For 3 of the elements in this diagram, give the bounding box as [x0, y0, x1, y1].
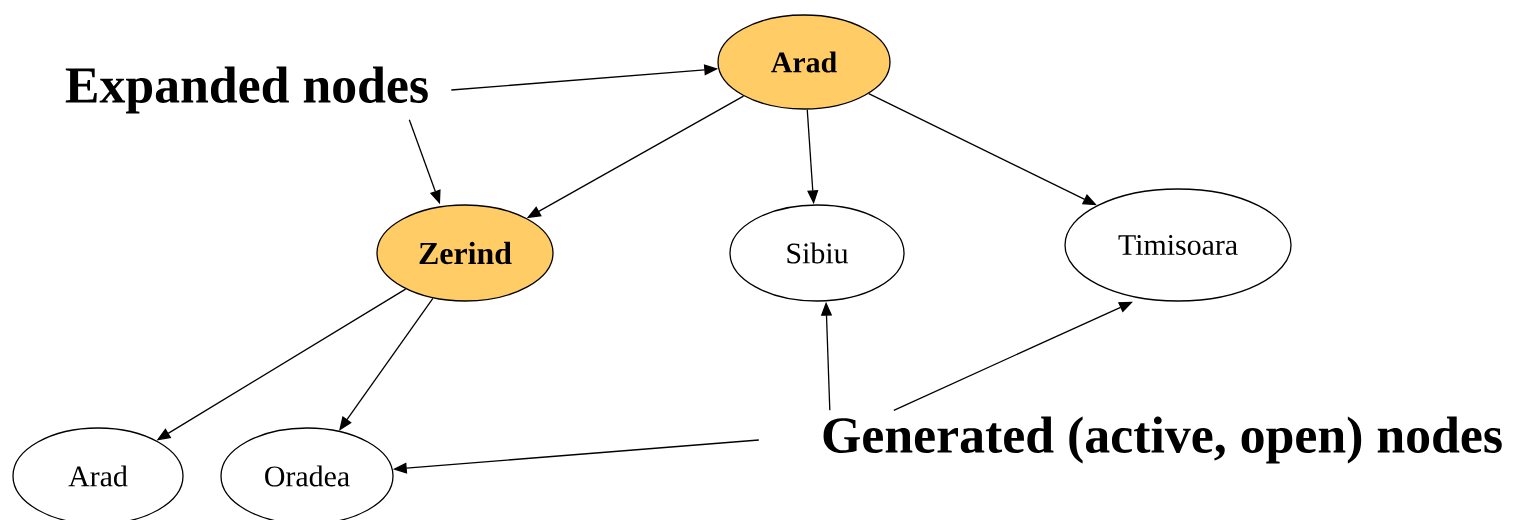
callout-text: Expanded nodes — [65, 66, 428, 114]
callout-arrow — [893, 301, 1133, 411]
callout-text: Generated (active, open) nodes — [823, 416, 1502, 464]
